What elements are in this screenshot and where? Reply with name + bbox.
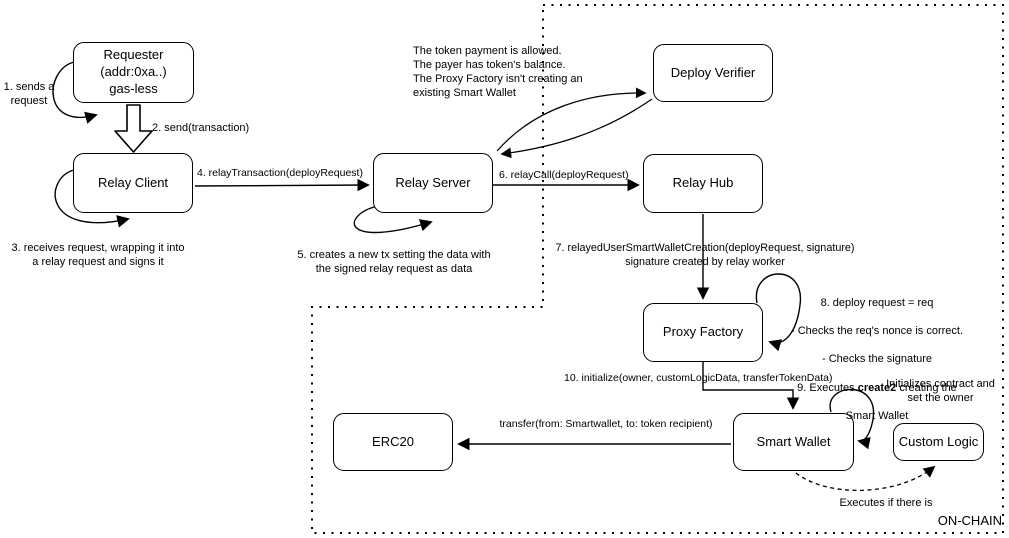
node-custom-logic: Custom Logic	[893, 423, 984, 461]
label-step7-relayed-creation: 7. relayedUserSmartWalletCreation(deploy…	[555, 242, 855, 268]
label-onchain-region: ON-CHAIN	[937, 513, 1002, 528]
node-deploy-verifier: Deploy Verifier	[653, 44, 773, 102]
smart-wallet-self-loop-arrow	[829, 388, 875, 450]
step8-line3: - Checks the signature	[821, 353, 933, 366]
relay-client-self-loop-arrow	[54, 169, 130, 228]
label-step8-9-factory-checks: 8. deploy request = req - Checks the req…	[786, 282, 968, 437]
step9-pre: 9. Executes	[797, 381, 858, 394]
label-initializes-contract: Initializes contract and set the owner	[886, 378, 995, 405]
relay-server-self-loop-arrow	[353, 205, 433, 234]
node-relay-hub: Relay Hub	[643, 154, 763, 213]
step9-post: creating the	[896, 381, 957, 394]
executes-custom-logic-dashed-arrow	[795, 465, 936, 492]
requester-self-loop-arrow	[52, 61, 98, 124]
step9-line2: Smart Wallet	[845, 409, 909, 422]
label-step2-send-transaction: 2. send(transaction)	[152, 122, 250, 134]
initialize-arrow	[702, 362, 800, 410]
node-relay-client: Relay Client	[73, 153, 193, 213]
label-step6-relay-call: 6. relayCall(deployRequest)	[499, 169, 629, 181]
send-transaction-block-arrow	[114, 104, 153, 153]
server-to-verifier-arc-arrow	[496, 87, 647, 152]
step9-create2-bold: create2	[857, 381, 897, 394]
onchain-boundary	[311, 4, 1004, 534]
step8-line2: - Checks the req's nonce is correct.	[790, 325, 964, 338]
node-relay-server: Relay Server	[373, 153, 493, 213]
label-step3-receives-request: 3. receives request, wrapping it into a …	[11, 242, 185, 269]
node-proxy-factory: Proxy Factory	[643, 303, 763, 362]
step8-line1: 8. deploy request = req	[820, 297, 934, 310]
node-smart-wallet: Smart Wallet	[733, 413, 854, 471]
node-requester: Requester (addr:0xa..) gas-less	[73, 42, 194, 103]
label-verifier-checks: The token payment is allowed. The payer …	[413, 45, 583, 100]
relay-transaction-arrow	[194, 178, 370, 192]
label-executes-if-there-is: Executes if there is	[839, 497, 933, 509]
label-step4-relay-transaction: 4. relayTransaction(deployRequest)	[197, 167, 363, 179]
proxy-factory-self-loop-arrow	[755, 273, 801, 352]
label-step5-creates-new-tx: 5. creates a new tx setting the data wit…	[297, 249, 491, 276]
verifier-to-server-arc-arrow	[500, 98, 653, 159]
step9-line1: 9. Executes create2 creating the	[786, 381, 968, 395]
label-transfer-call: transfer(from: Smartwallet, to: token re…	[499, 418, 713, 430]
label-step10-initialize: 10. initialize(owner, customLogicData, t…	[564, 372, 833, 384]
node-erc20: ERC20	[333, 413, 453, 471]
label-step1-sends-request: 1. sends a request	[3, 81, 55, 108]
